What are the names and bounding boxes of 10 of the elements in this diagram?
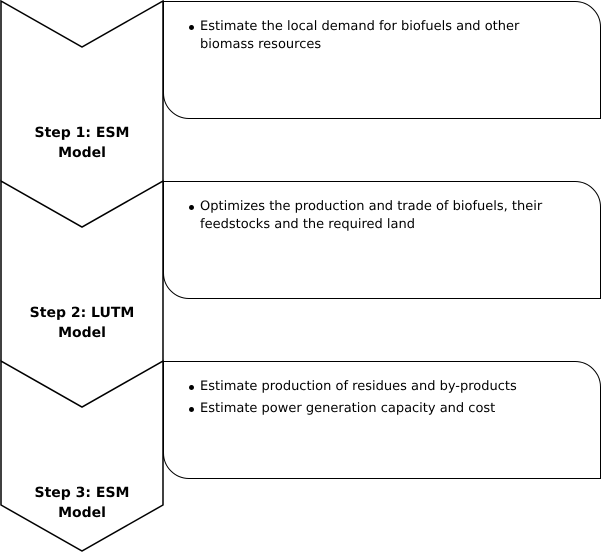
bullet-item: Estimate power generation capacity and cost bbox=[200, 400, 496, 418]
step-label: Step 3: ESM Model bbox=[34, 484, 130, 523]
step-label: Step 2: LUTM Model bbox=[28, 304, 136, 343]
description-box bbox=[163, 181, 601, 299]
bullet-item: Optimizes the production and trade of biofuels, their feedstocks and the required land bbox=[200, 198, 544, 234]
step-label: Step 1: ESM Model bbox=[34, 124, 130, 163]
bullet-item: Estimate the local demand for biofuels and other biomass resources bbox=[200, 18, 520, 54]
description-box bbox=[163, 1, 601, 119]
description-box bbox=[163, 361, 601, 479]
bullet-item: Estimate production of residues and by-products bbox=[200, 378, 518, 396]
